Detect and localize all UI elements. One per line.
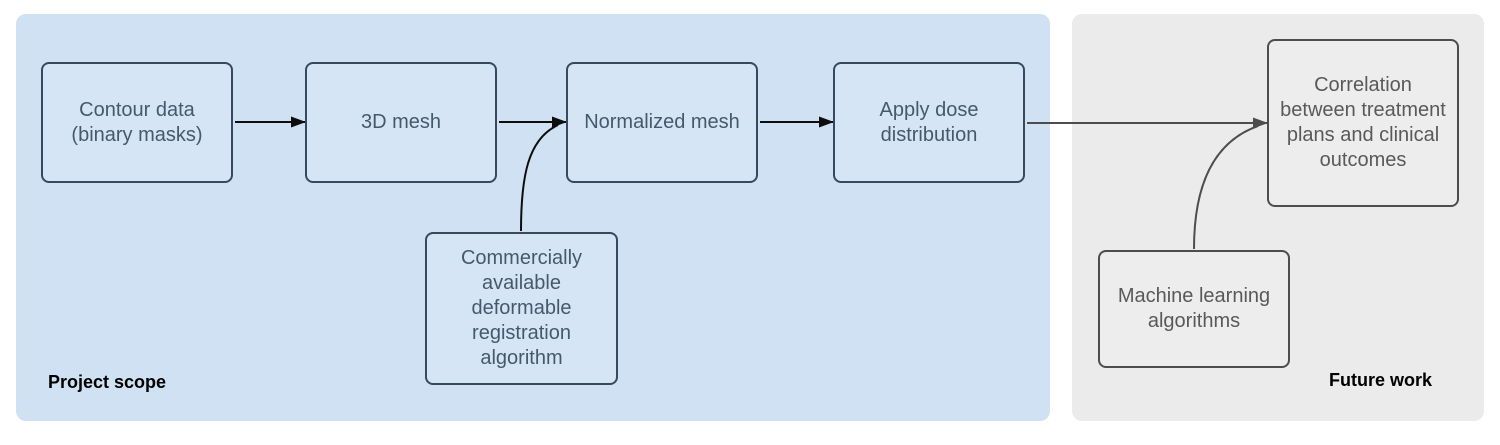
node-deformable-registration: Commercially available deformable regist… bbox=[425, 232, 618, 385]
node-normalized-mesh-label: Normalized mesh bbox=[584, 111, 740, 133]
future-work-label: Future work bbox=[1329, 370, 1433, 390]
node-3d-mesh: 3D mesh bbox=[305, 62, 497, 183]
node-machine-learning: Machine learning algorithms bbox=[1098, 250, 1290, 368]
node-correlation-outcomes-label: Correlation between treatment plans and … bbox=[1280, 74, 1446, 171]
node-machine-learning-label: Machine learning algorithms bbox=[1117, 285, 1271, 332]
node-correlation-outcomes: Correlation between treatment plans and … bbox=[1267, 39, 1459, 207]
node-contour-data: Contour data (binary masks) bbox=[41, 62, 233, 183]
node-apply-dose-distribution-label: Apply dose distribution bbox=[879, 98, 979, 146]
node-normalized-mesh: Normalized mesh bbox=[566, 62, 758, 183]
node-3d-mesh-label: 3D mesh bbox=[360, 111, 442, 133]
project-scope-label: Project scope bbox=[48, 372, 167, 392]
node-contour-data-label: Contour data (binary masks) bbox=[71, 98, 203, 146]
node-apply-dose-distribution: Apply dose distribution bbox=[833, 62, 1025, 183]
node-deformable-registration-label: Commercially available deformable regist… bbox=[460, 247, 583, 369]
